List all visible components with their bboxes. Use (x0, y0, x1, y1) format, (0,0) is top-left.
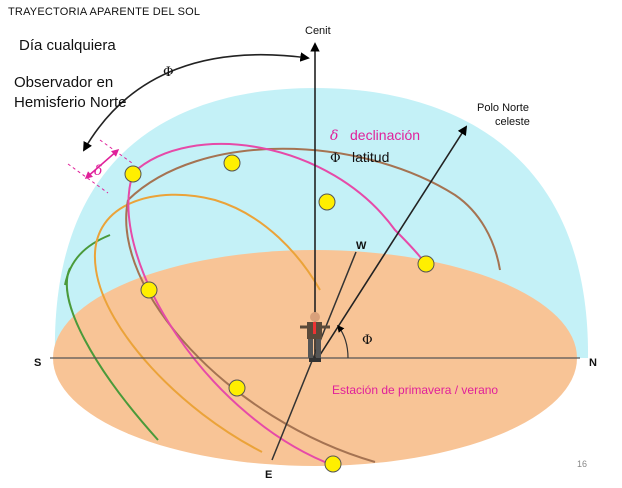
arc-phi-label: Φ (163, 65, 174, 80)
south-label: S (34, 357, 41, 369)
spring-sun-path-lower (95, 269, 263, 453)
sun-marker (223, 154, 241, 172)
delta-symbol-label: δ (94, 163, 102, 179)
spring-sun-path (93, 193, 321, 291)
sun-marker (318, 193, 336, 211)
east-label: E (265, 469, 272, 481)
observer-line2: Hemisferio Norte (14, 94, 127, 111)
latitude-arc (83, 52, 310, 152)
summer-sun-path-lower (127, 172, 336, 467)
polar-axis (317, 125, 468, 359)
observer-phi-label: Φ (362, 333, 373, 348)
pole-label-line1: Polo Norte (477, 102, 529, 114)
legend-delta-symbol: δ (330, 128, 338, 144)
page-number: 16 (577, 459, 587, 469)
sun-marker (228, 379, 246, 397)
observer-figure (300, 312, 330, 362)
diagram-title: TRAYECTORIA APARENTE DEL SOL (8, 6, 201, 18)
sun-marker (417, 255, 435, 273)
pole-label-line2: celeste (495, 116, 530, 128)
equinox-sun-path (127, 147, 501, 271)
east-west-line (271, 251, 357, 461)
season-label: Estación de primavera / verano (332, 383, 498, 397)
sun-marker (140, 281, 158, 299)
observer-line1: Observador en (14, 74, 114, 91)
sun-marker (124, 165, 142, 183)
winter-sun-path (65, 267, 159, 441)
north-label: N (589, 357, 597, 369)
legend-phi-text: latitud (352, 149, 389, 165)
sun-marker (324, 455, 342, 473)
equinox-sun-path-lower (125, 199, 376, 463)
legend-delta-text: declinación (350, 127, 420, 143)
west-label: W (356, 240, 367, 252)
winter-sun-path-upper (64, 234, 111, 286)
day-subtitle: Día cualquiera (19, 37, 116, 54)
zenith-label: Cenit (305, 25, 331, 37)
legend-phi-symbol: Φ (330, 151, 341, 166)
latitude-angle-arc (337, 324, 349, 359)
suns (124, 154, 435, 473)
declination-arrow (84, 149, 120, 179)
